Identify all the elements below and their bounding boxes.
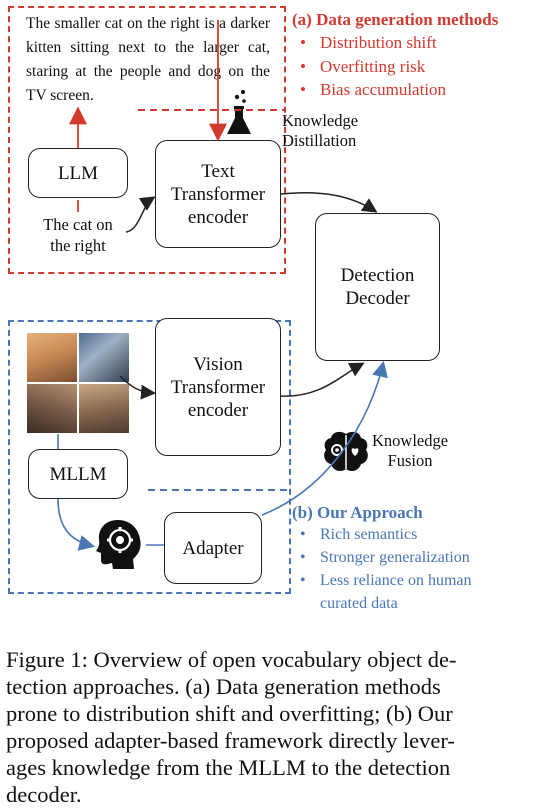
text-encoder-to-decoder-arrow (281, 193, 375, 211)
data-generation-title: (a) Data generation methods (292, 10, 498, 30)
knowledge-fusion-label: Knowledge Fusion (372, 431, 448, 471)
brain-gear-icon (322, 430, 370, 474)
vision-encoder-to-decoder-arrow (281, 364, 362, 396)
our-approach-item: Rich semantics (300, 526, 417, 544)
head-gear-icon (96, 518, 142, 570)
detection-decoder-box: Detection Decoder (315, 213, 440, 361)
our-approach-item: Stronger generalization (300, 549, 470, 567)
data-generation-item: Bias accumulation (300, 80, 446, 100)
our-approach-title: (b) Our Approach (292, 503, 423, 523)
knowledge-distillation-label: Knowledge Distillation (282, 111, 358, 151)
data-generation-item: Overfitting risk (300, 57, 425, 77)
image-tile-tv (79, 333, 129, 382)
flask-icon (224, 88, 254, 138)
input-image (27, 333, 129, 433)
vision-encoder-box: Vision Transformer encoder (155, 318, 281, 456)
llm-box: LLM (28, 148, 128, 198)
adapter-box: Adapter (164, 512, 262, 584)
our-approach-item: Less reliance on human (300, 572, 472, 590)
data-generation-item: Distribution shift (300, 33, 437, 53)
image-tile-cat-left (27, 384, 77, 433)
text-encoder-box: Text Transformer encoder (155, 140, 281, 248)
image-tile-room (27, 333, 77, 382)
mllm-box: MLLM (28, 449, 128, 499)
query-text: The cat on the right (40, 214, 116, 256)
image-tile-cat-right (79, 384, 129, 433)
our-approach-item-continued: curated data (320, 595, 398, 613)
figure-caption: Figure 1: Overview of open vocabulary ob… (6, 646, 534, 808)
